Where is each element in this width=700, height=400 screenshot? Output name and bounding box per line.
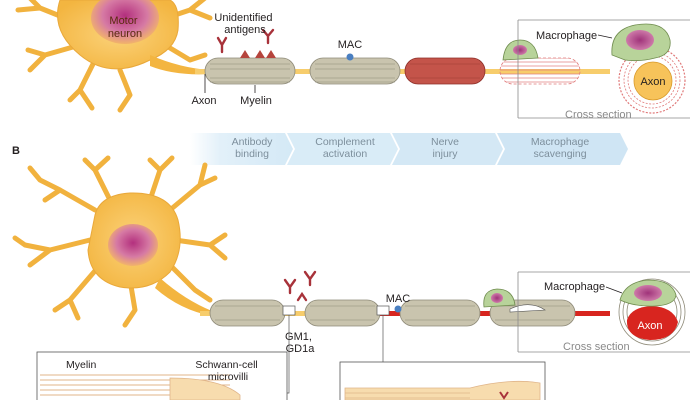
myelin-b-label: Myelin <box>66 359 97 371</box>
antigens-a <box>240 50 276 58</box>
motor-neuron-label: Motor neuron <box>108 15 142 40</box>
node-box-1 <box>282 305 296 316</box>
panel-a: Motor neuron Unidentified <box>15 0 690 121</box>
zoom-inset-left <box>36 315 290 400</box>
step-bar <box>190 133 628 165</box>
mac-a-dot <box>346 53 354 61</box>
gm1-label: GM1, GD1a <box>285 331 315 355</box>
panel-b-letter: B <box>12 145 20 157</box>
node-box-2 <box>376 305 390 316</box>
neuron-b-hillock <box>155 278 212 316</box>
cross-axon-b-label: Axon <box>637 320 662 332</box>
macrophage-a-small <box>502 39 539 61</box>
schwann-label: Schwann-cell microvilli <box>195 359 260 383</box>
myelin-b-segments <box>209 299 576 327</box>
neuron-a-nucleus <box>91 0 159 44</box>
axon-a-label: Axon <box>191 95 216 107</box>
mac-b-dot <box>394 305 402 313</box>
myelin-a-segments <box>204 57 581 85</box>
axon-a <box>195 69 610 74</box>
myelin-a-label: Myelin <box>240 95 272 107</box>
macrophage-b-small <box>483 288 546 313</box>
unidentified-antigens-label: Unidentified antigens <box>214 12 275 36</box>
panel-b: MAC GM1, GD1a Macrophage Axon Cross sect… <box>12 155 690 400</box>
cross-section-b-label: Cross section <box>563 341 630 353</box>
macrophage-a-label: Macrophage <box>536 30 597 42</box>
macrophage-b-label: Macrophage <box>544 281 605 293</box>
cross-section-b <box>517 271 690 353</box>
antibodies-b <box>283 270 317 302</box>
antibodies-a <box>216 28 275 54</box>
mac-a-label: MAC <box>338 39 363 51</box>
neuron-b-nucleus <box>108 224 158 266</box>
cross-section-a-label: Cross section <box>565 109 632 121</box>
cross-section-a <box>517 19 690 119</box>
mac-b-label: MAC <box>386 293 411 305</box>
zoom-inset-right <box>339 315 546 400</box>
neuron-a-dendrites <box>15 0 213 113</box>
cross-axon-a-label: Axon <box>640 76 665 88</box>
